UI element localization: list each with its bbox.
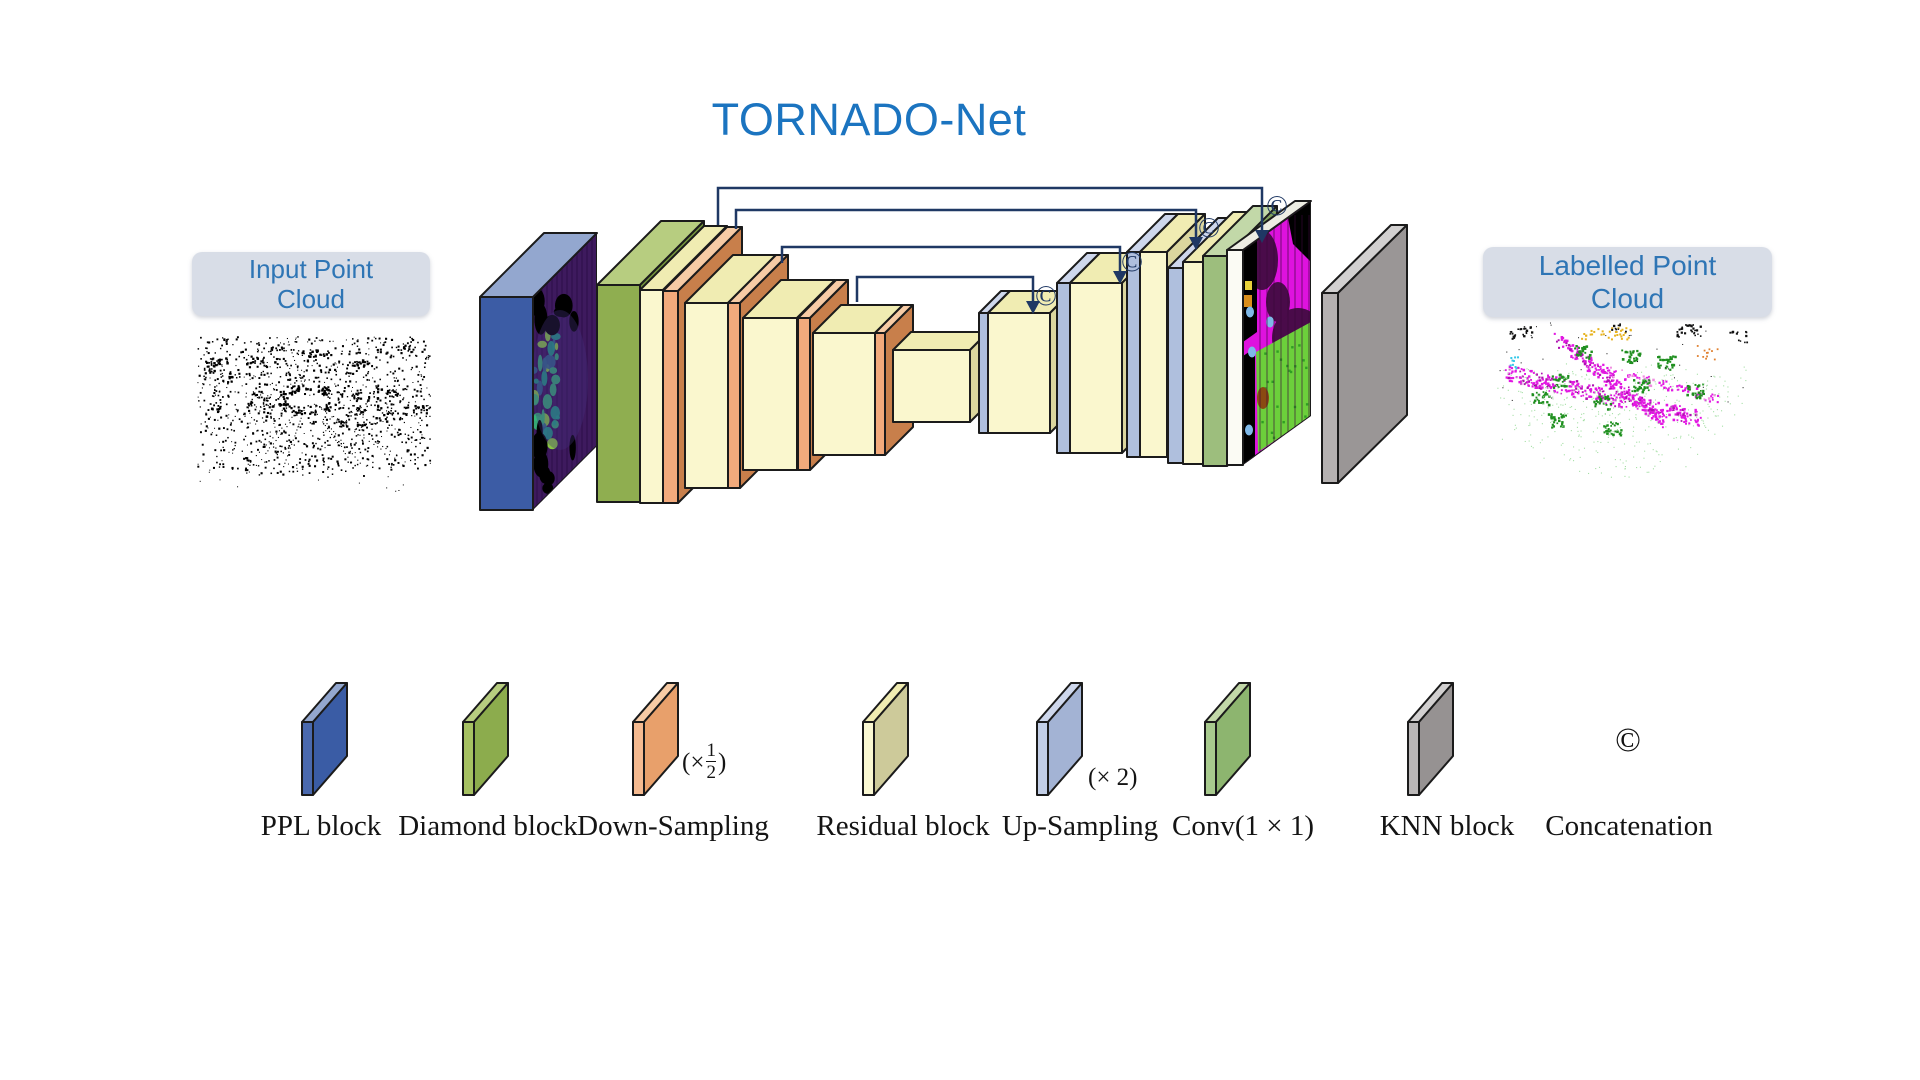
block-face	[1226, 249, 1244, 466]
conv1x1-block-icon	[1204, 682, 1251, 796]
arrow-down-icon	[1026, 301, 1040, 314]
block-face	[1321, 292, 1339, 484]
legend-label-residual: Residual block	[816, 810, 990, 842]
block-face	[892, 349, 971, 423]
down-sampling-block-icon	[632, 682, 679, 796]
block-knn	[1321, 224, 1408, 484]
skip-connection-line	[734, 208, 1198, 238]
block-face	[727, 302, 741, 489]
block-white	[1226, 200, 1312, 466]
legend-label-conv1x1: Conv(1 × 1)	[1171, 810, 1314, 842]
arrow-down-icon	[1113, 271, 1127, 284]
block-face	[797, 317, 811, 471]
skip-connection-line	[855, 275, 1035, 302]
ppl-block-icon	[301, 682, 348, 796]
ppl-range-image-texture	[533, 233, 597, 510]
input-point-cloud	[197, 336, 432, 492]
legend-label-up-sampling: Up-Sampling	[1001, 810, 1159, 842]
legend-label-down-sampling: Down-Sampling	[577, 810, 769, 842]
concatenation-icon: ©	[1266, 190, 1288, 222]
up-sampling-block-icon	[1036, 682, 1083, 796]
concatenation-symbol-icon: ©	[1615, 722, 1641, 759]
skip-connection-line	[716, 186, 1264, 231]
output-point-cloud	[1497, 322, 1749, 478]
concatenation-icon: ©	[1198, 212, 1220, 244]
block-face	[662, 290, 679, 504]
labelled-point-cloud-label: Labelled Point Cloud	[1483, 247, 1772, 317]
concatenation-icon: ©	[1035, 280, 1057, 312]
input-label-line2: Cloud	[277, 284, 345, 314]
output-label-line1: Labelled Point	[1538, 250, 1717, 281]
residual-block-icon	[862, 682, 909, 796]
legend-label-diamond: Diamond block	[398, 810, 578, 842]
legend-label-ppl: PPL block	[260, 810, 382, 842]
skip-connections: © © © ©	[716, 186, 1288, 314]
segmentation-output-texture	[1243, 201, 1311, 465]
legend-label-concatenation: Concatenation	[1545, 810, 1713, 842]
input-label-line1: Input Point	[248, 254, 374, 284]
diamond-block-icon	[462, 682, 509, 796]
block-ppl	[479, 232, 598, 511]
block-face	[479, 296, 534, 511]
legend-label-knn: KNN block	[1379, 810, 1515, 842]
input-point-cloud-label: Input Point Cloud	[192, 252, 430, 316]
diagram-title: TORNADO-Net	[711, 94, 1027, 145]
output-label-line2: Cloud	[1590, 283, 1665, 314]
skip-connection-line	[780, 245, 1122, 272]
arrow-down-icon	[1255, 230, 1269, 243]
concatenation-icon: ©	[1121, 246, 1143, 278]
block-face	[1069, 282, 1123, 454]
block-face	[874, 332, 886, 456]
legend-annotation-up-sampling: (× 2)	[1088, 764, 1138, 791]
knn-block-icon	[1407, 682, 1454, 796]
block-face	[987, 312, 1051, 434]
arrow-down-icon	[1189, 237, 1203, 250]
network-blocks	[479, 200, 1408, 511]
